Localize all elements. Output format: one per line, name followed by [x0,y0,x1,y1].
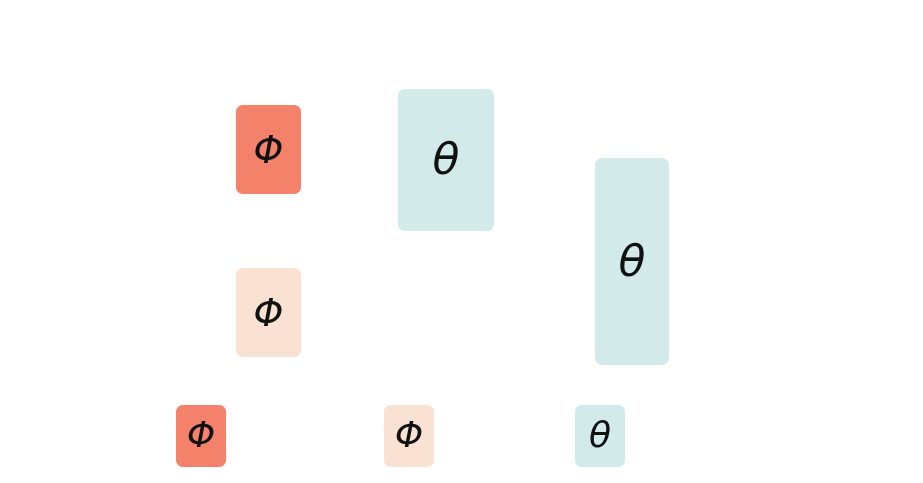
theta-symbol: θ [588,415,612,456]
theta-block: θ [595,158,669,365]
phi-symbol: Φ [394,415,424,456]
theta-symbol: θ [432,134,460,185]
phi-block: Φ [236,105,301,194]
theta-block: θ [575,405,625,467]
phi-block: Φ [176,405,226,467]
phi-block: Φ [384,405,434,467]
phi-block: Φ [236,268,301,357]
phi-symbol: Φ [186,415,216,456]
theta-block: θ [398,89,494,231]
phi-symbol: Φ [253,290,284,335]
theta-symbol: θ [618,235,646,287]
phi-symbol: Φ [253,127,284,172]
